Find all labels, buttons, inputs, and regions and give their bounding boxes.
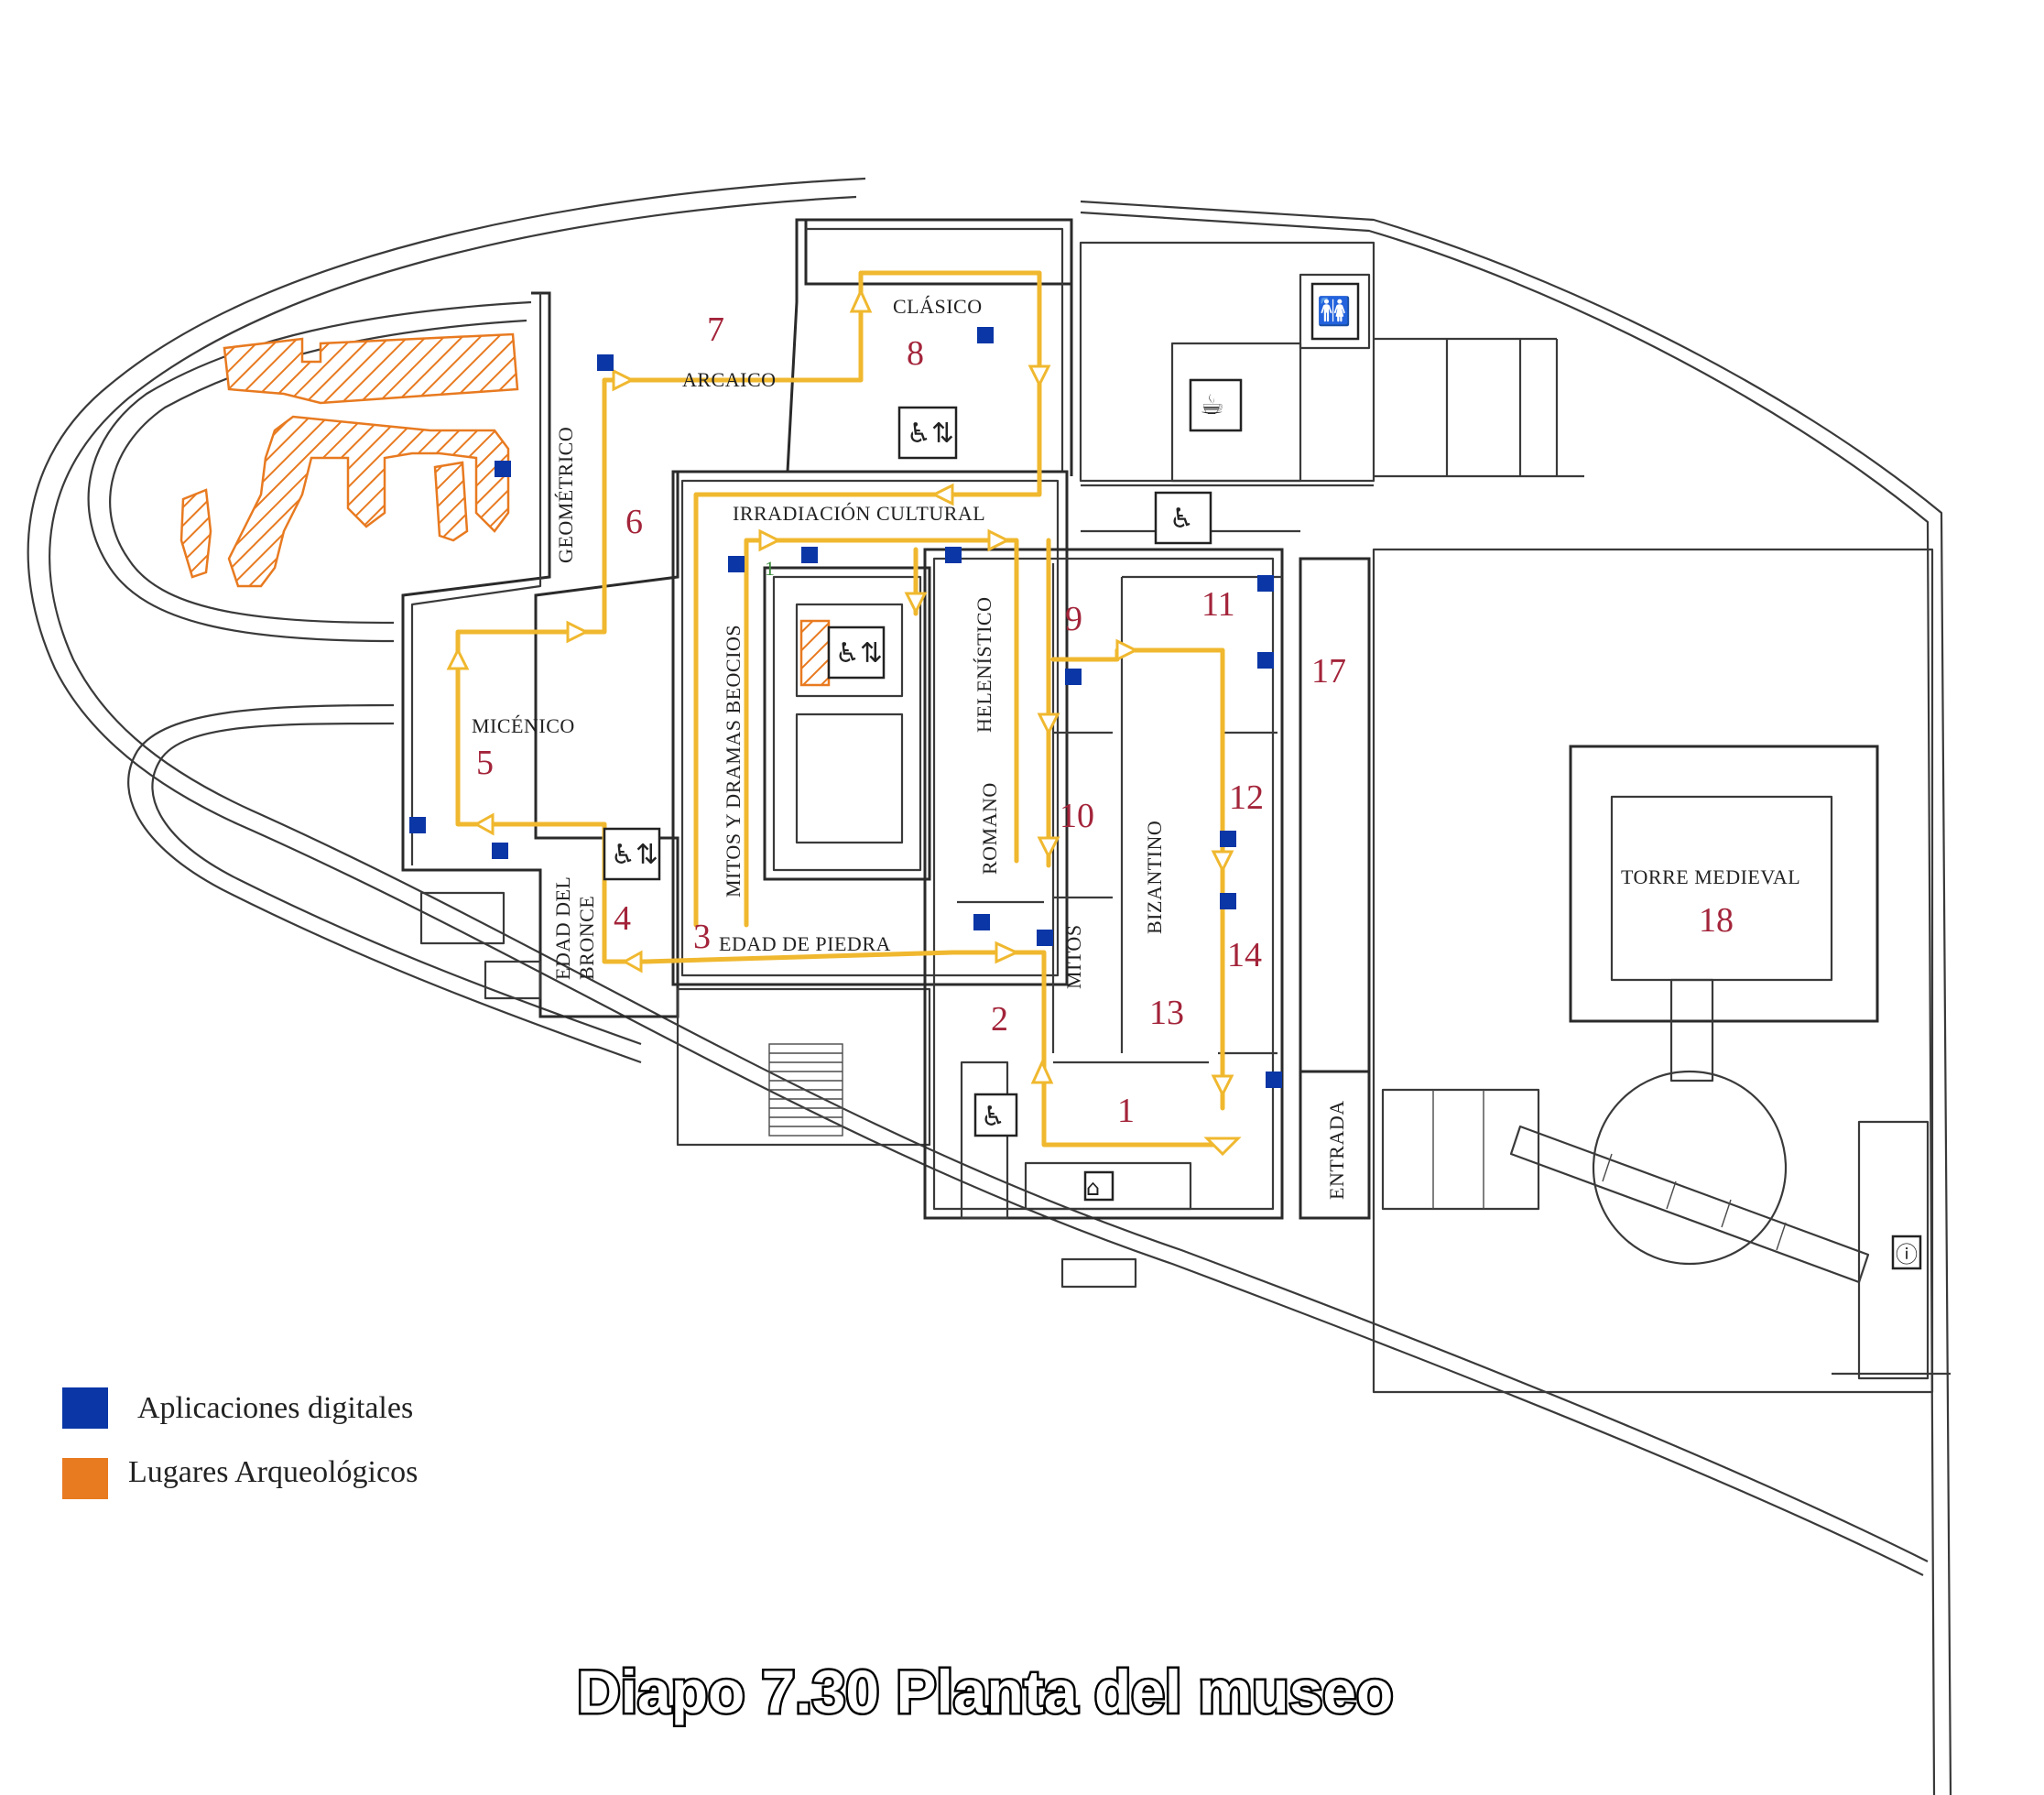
digital-app-marker: [1266, 1072, 1282, 1088]
hall-number-3: 3: [693, 918, 711, 956]
hall-name-geometrico: GEOMÉTRICO: [554, 427, 577, 563]
archaeological-sites: [179, 332, 831, 687]
hall-name-bizantino: BIZANTINO: [1143, 821, 1166, 934]
hall-number-11: 11: [1201, 585, 1235, 624]
cafe-icon: ☕: [1189, 378, 1243, 432]
building-walls: [401, 218, 1934, 1394]
svg-text:🚻: 🚻: [1317, 295, 1351, 328]
digital-app-marker: [1257, 575, 1274, 592]
hall-small-number: 1: [765, 557, 776, 580]
digital-app-marker: [1220, 831, 1236, 847]
digital-app-marker: [801, 547, 818, 563]
digital-app-marker: [973, 914, 990, 930]
digital-app-marker: [1257, 652, 1274, 669]
hall-number-12: 12: [1229, 778, 1264, 817]
elevator-icon: ♿⇅: [827, 626, 886, 680]
stairs: [768, 1043, 843, 1137]
digital-app-marker: [728, 556, 745, 572]
slide-caption: Diapo 7.30 Planta del museo: [577, 1658, 1393, 1725]
digital-app-marker: [492, 843, 508, 859]
hall-number-6: 6: [625, 503, 643, 541]
digital-app-marker: [1065, 669, 1082, 685]
accessibility-icon: ♿: [1154, 491, 1212, 545]
hall-number-17: 17: [1311, 652, 1346, 691]
hall-name-edad-del: EDAD DEL: [551, 876, 574, 980]
hall-names: CLÁSICO ARCAICO IRRADIACIÓN CULTURAL MIC…: [472, 295, 1800, 1200]
hall-number-5: 5: [476, 744, 494, 782]
hall-name-mitos: MITOS: [1062, 924, 1085, 989]
legend-label-digital: Aplicaciones digitales: [137, 1391, 413, 1425]
hall-name-mitos-dramas: MITOS Y DRAMAS BEOCIOS: [722, 625, 745, 898]
digital-app-marker: [945, 547, 962, 563]
digital-app-marker: [495, 461, 511, 477]
hall-number-2: 2: [991, 1000, 1008, 1039]
hall-number-13: 13: [1149, 994, 1184, 1032]
legend-swatch-archaeological: [62, 1458, 108, 1499]
hall-name-romano: ROMANO: [978, 782, 1001, 875]
hall-name-clasico: CLÁSICO: [893, 295, 983, 318]
entrance-label: ENTRADA: [1325, 1100, 1348, 1200]
outer-walls: [27, 177, 1952, 1795]
service-icons: ♿⇅ ♿⇅ ♿⇅ ♿ ♿ 🚻 ⌂ ⓘ: [603, 282, 1922, 1270]
digital-app-marker: [409, 817, 426, 833]
elevator-icon: ♿⇅: [897, 406, 958, 460]
info-icon: ⓘ: [1891, 1235, 1922, 1270]
hall-name-helenistico: HELENÍSTICO: [973, 597, 995, 733]
hall-number-7: 7: [707, 310, 724, 349]
legend: Aplicaciones digitales Lugares Arqueológ…: [62, 1387, 418, 1499]
digital-app-marker: [1037, 930, 1053, 946]
elevator-icon: ♿⇅: [603, 827, 661, 881]
digital-app-marker: [597, 354, 614, 371]
legend-swatch-digital: [62, 1387, 108, 1429]
svg-text:♿⇅: ♿⇅: [907, 418, 954, 450]
hall-number-9: 9: [1065, 600, 1082, 638]
digital-app-marker: [1220, 893, 1236, 909]
svg-text:☕: ☕: [1200, 389, 1224, 421]
digital-app-marker: [977, 327, 994, 343]
hall-number-1: 1: [1117, 1092, 1135, 1130]
legend-label-archaeological: Lugares Arqueológicos: [128, 1455, 418, 1489]
hall-number-8: 8: [907, 334, 924, 373]
svg-text:ⓘ: ⓘ: [1896, 1242, 1918, 1267]
hall-number-4: 4: [614, 899, 631, 938]
shop-icon: ⌂: [1083, 1170, 1114, 1202]
svg-text:♿⇅: ♿⇅: [611, 839, 658, 871]
tour-route: [446, 270, 1242, 1157]
toilet-icon: 🚻: [1310, 282, 1360, 341]
hall-number-18: 18: [1699, 901, 1734, 940]
digital-app-markers: [409, 327, 1282, 1088]
hall-number-10: 10: [1060, 797, 1094, 835]
hall-name-arcaico: ARCAICO: [682, 368, 777, 391]
hall-name-irradiacion: IRRADIACIÓN CULTURAL: [733, 502, 985, 525]
hall-name-bronce: BRONCE: [575, 896, 598, 980]
svg-text:♿: ♿: [1169, 503, 1194, 535]
hall-name-micenico: MICÉNICO: [472, 714, 575, 737]
hall-number-14: 14: [1227, 936, 1262, 974]
svg-text:♿⇅: ♿⇅: [835, 637, 883, 669]
hall-name-edad-piedra: EDAD DE PIEDRA: [719, 932, 891, 955]
hall-name-torre: TORRE MEDIEVAL: [1621, 865, 1800, 888]
hall-numbers: 1 2 3 4 5 6 7 8 9 10 11 12 13 14 17 18 1: [476, 310, 1734, 1130]
accessibility-icon: ♿: [973, 1093, 1018, 1137]
svg-text:♿: ♿: [981, 1101, 1006, 1133]
svg-text:⌂: ⌂: [1086, 1175, 1100, 1201]
